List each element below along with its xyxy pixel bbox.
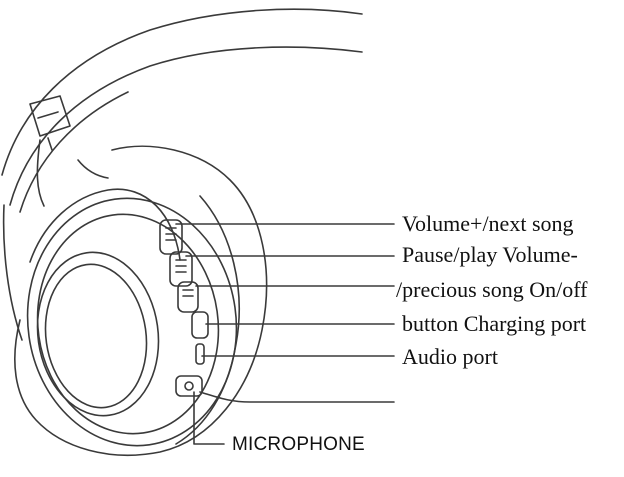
callout-label-volume-up: Volume+/next song (402, 211, 574, 236)
cushion-ring-inner (36, 213, 220, 435)
ear-cushion-outer (14, 145, 268, 456)
speaker-plate (36, 251, 160, 417)
headband-inner (9, 46, 363, 206)
pause-play-button (169, 251, 193, 287)
audio-jack (175, 375, 203, 397)
microphone-label: MICROPHONE (232, 434, 365, 455)
charging-port (195, 343, 205, 365)
callout-line-6 (199, 391, 395, 403)
callout-label-charging: button Charging port (402, 311, 587, 336)
cup-body (175, 195, 240, 445)
callout-label-previous-song: /precious song On/off (396, 277, 588, 302)
cushion-ring (26, 197, 238, 447)
power-button (191, 311, 209, 339)
ear-cushion-inner (29, 188, 181, 263)
headband-cushion (19, 91, 129, 213)
callout-label-pause-play: Pause/play Volume- (402, 242, 578, 267)
volume-down-button (177, 281, 199, 313)
headband-slider (29, 95, 71, 137)
yoke (2, 204, 23, 341)
microphone-callout-line (193, 391, 225, 445)
callout-label-audio-port: Audio port (402, 344, 498, 369)
headband-outer (1, 8, 363, 176)
